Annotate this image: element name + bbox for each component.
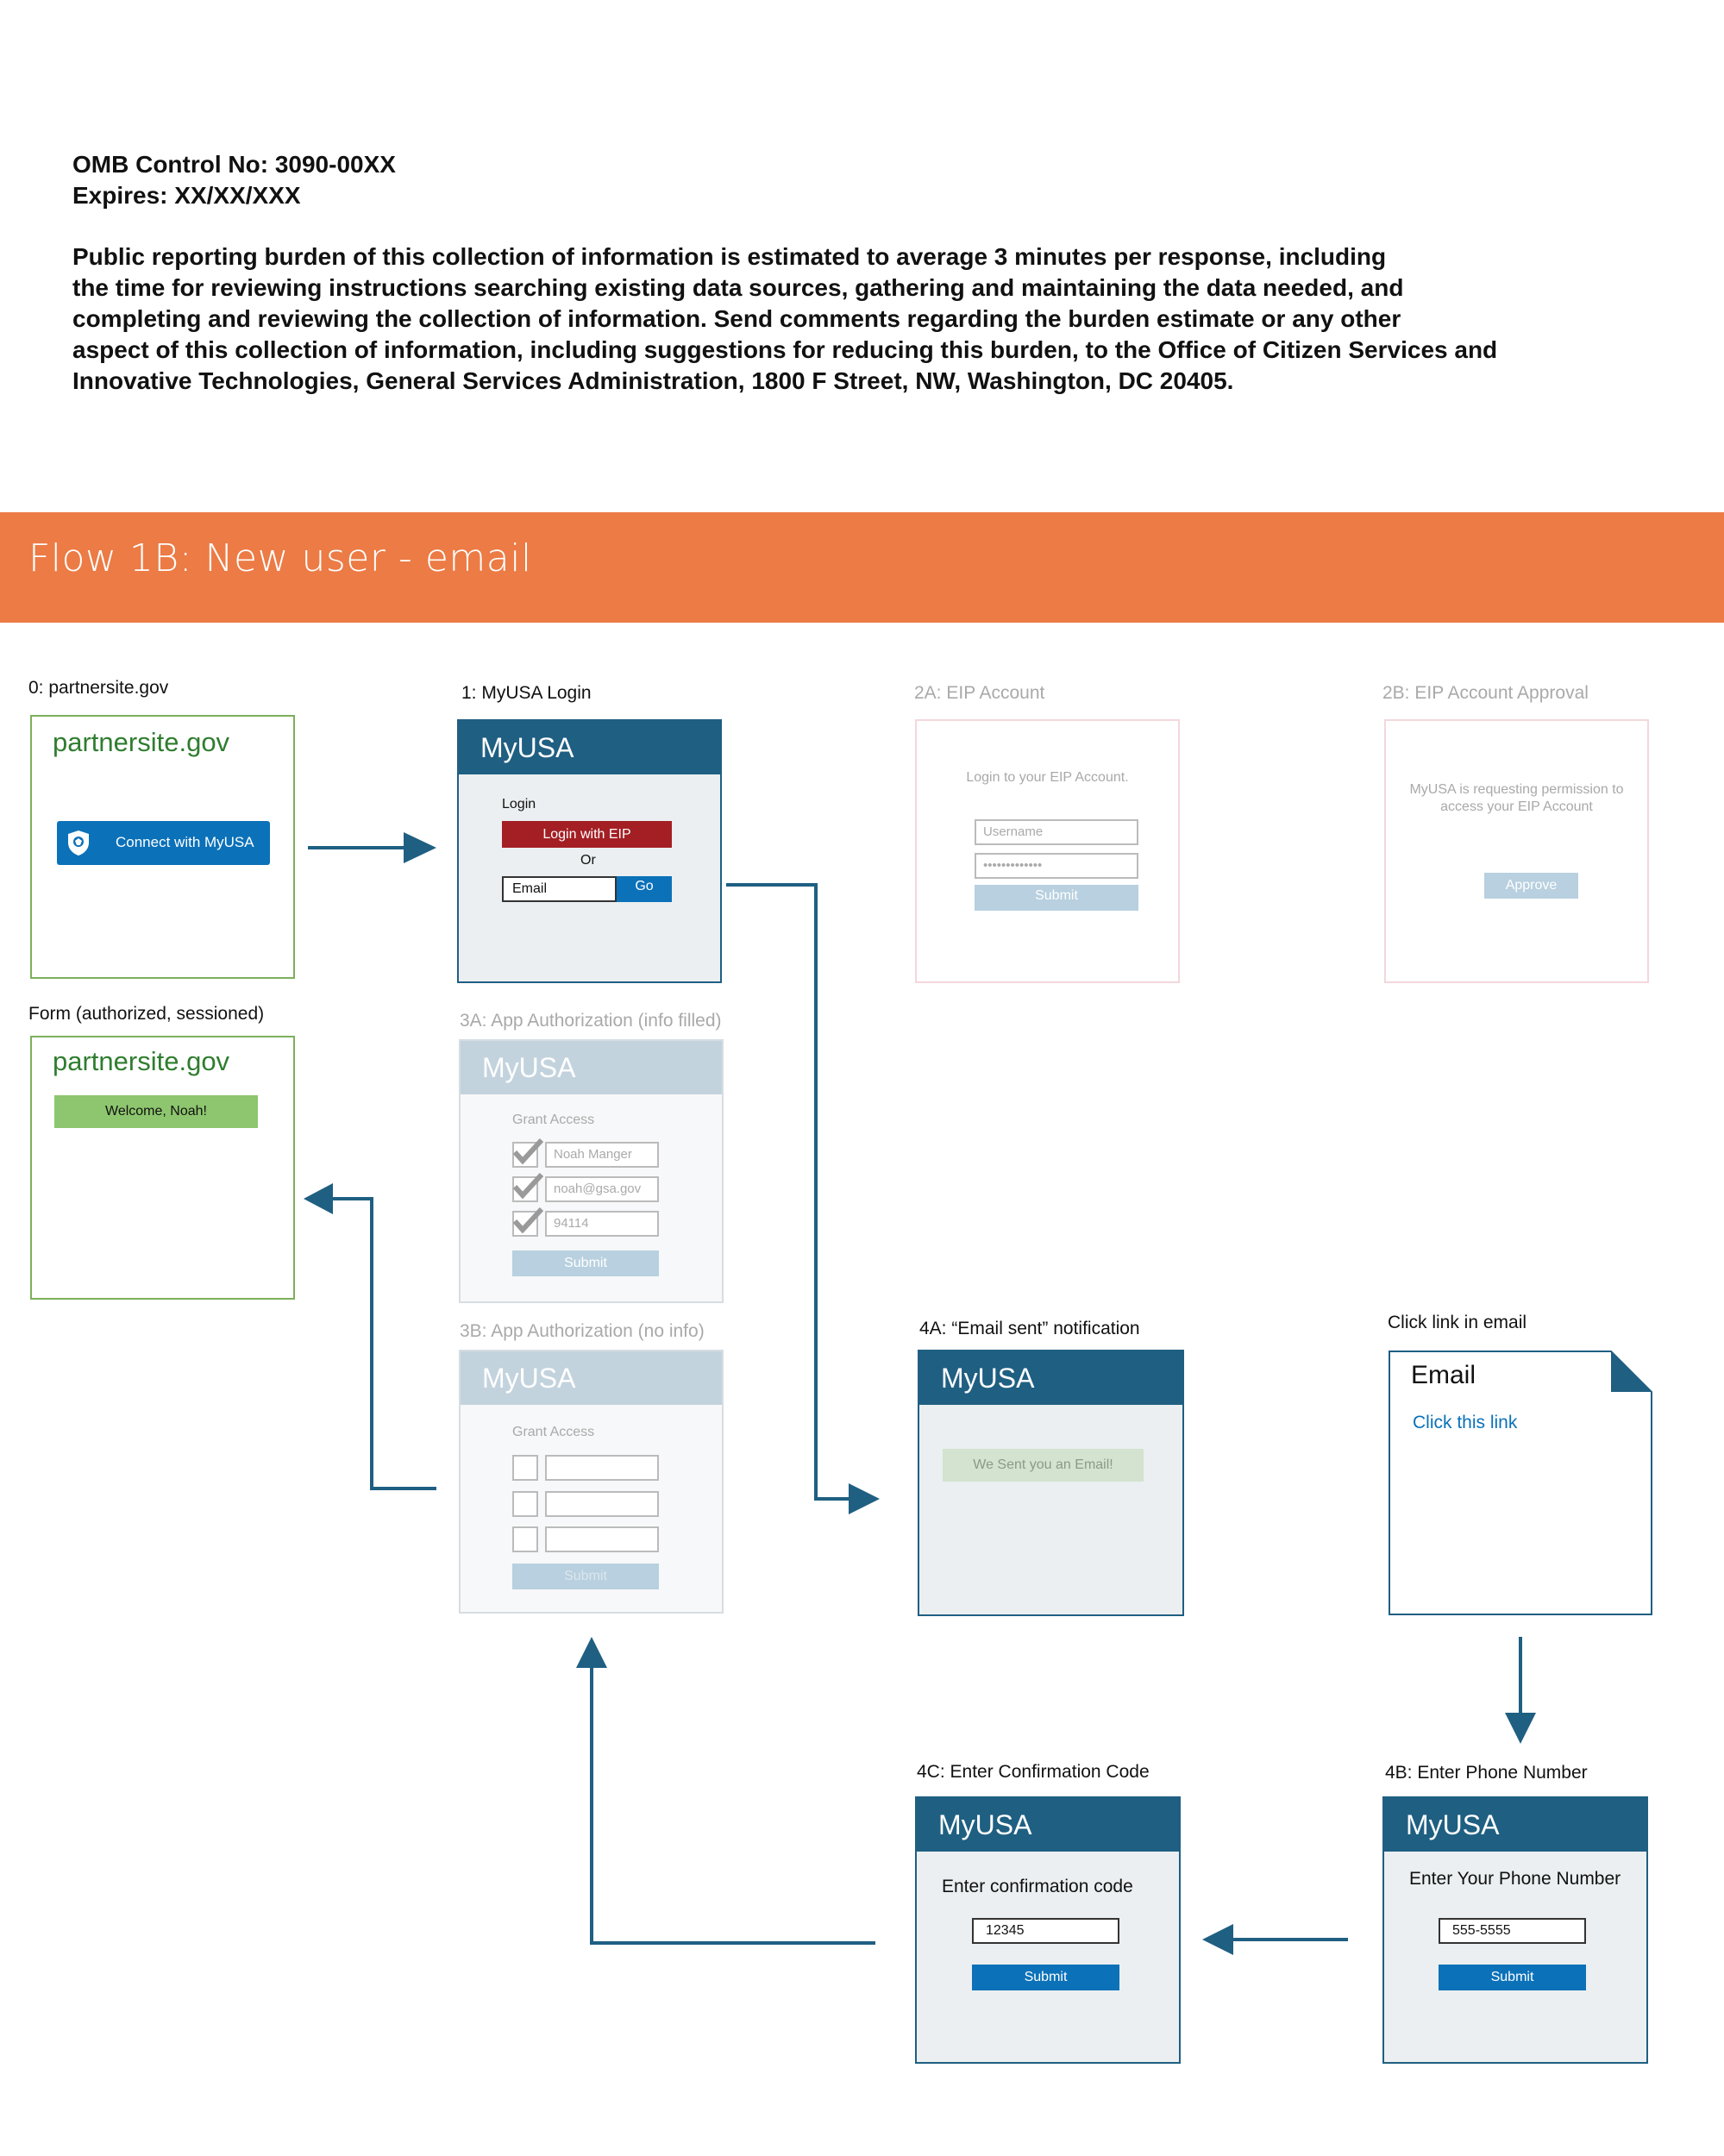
username-field[interactable]: Username: [975, 819, 1138, 845]
welcome-banner: Welcome, Noah!: [54, 1095, 258, 1128]
field-empty[interactable]: [545, 1526, 659, 1552]
authorize-submit-button[interactable]: Submit: [512, 1564, 659, 1589]
grant-access-heading: Grant Access: [512, 1112, 595, 1127]
screen-app-authorization-filled: MyUSA Grant Access Noah Manger noah@gsa.…: [459, 1039, 724, 1303]
approval-prompt: MyUSA is requesting permission to access…: [1386, 781, 1647, 816]
connector-line: [590, 1666, 875, 1945]
checkbox-email[interactable]: [512, 1173, 543, 1202]
connector-line: [331, 1197, 436, 1490]
arrow-down-icon: [1505, 1713, 1536, 1744]
login-heading: Login: [502, 797, 536, 812]
partnersite-title: partnersite.gov: [53, 727, 230, 757]
flow-banner: Flow 1B: New user - email: [0, 512, 1724, 623]
authorize-submit-button[interactable]: Submit: [512, 1250, 659, 1276]
phone-number-input[interactable]: 555-5555: [1439, 1918, 1586, 1944]
email-document: Email Click this link: [1389, 1351, 1652, 1615]
myusa-header: MyUSA: [917, 1798, 1179, 1852]
approval-prompt-line: access your EIP Account: [1440, 799, 1593, 814]
omb-control-number: OMB Control No: 3090-00XX: [72, 151, 396, 178]
screen-label-form: Form (authorized, sessioned): [28, 1004, 265, 1024]
screen-label-4a: 4A: “Email sent” notification: [919, 1319, 1140, 1338]
field-email[interactable]: noah@gsa.gov: [545, 1176, 659, 1202]
burden-line: Innovative Technologies, General Service…: [72, 367, 1234, 394]
email-title: Email: [1411, 1361, 1476, 1389]
or-divider: Or: [580, 853, 596, 868]
login-with-eip-button[interactable]: Login with EIP: [502, 821, 672, 848]
screen-partnersite: partnersite.gov Connect with MyUSA: [30, 715, 295, 979]
confirmation-code-input[interactable]: 12345: [972, 1918, 1119, 1944]
omb-expiration: Expires: XX/XX/XXX: [72, 182, 301, 209]
checkbox-zip[interactable]: [512, 1207, 543, 1237]
checkbox-empty[interactable]: [512, 1526, 538, 1552]
myusa-header: MyUSA: [919, 1351, 1182, 1405]
arrow-right-icon: [404, 832, 436, 863]
checkbox-name[interactable]: [512, 1138, 543, 1168]
arrow-left-icon: [304, 1183, 333, 1214]
screen-label-1: 1: MyUSA Login: [461, 683, 592, 703]
arrow-up-icon: [576, 1637, 607, 1668]
burden-statement: Public reporting burden of this collecti…: [72, 241, 1625, 397]
burden-line: completing and reviewing the collection …: [72, 305, 1401, 332]
screen-label-3a: 3A: App Authorization (info filled): [460, 1011, 722, 1031]
connect-button-label: Connect with MyUSA: [116, 834, 254, 850]
confirmation-prompt: Enter confirmation code: [942, 1877, 1133, 1896]
go-button[interactable]: Go: [617, 876, 672, 902]
omb-header: OMB Control No: 3090-00XX Expires: XX/XX…: [72, 149, 396, 211]
screen-label-email: Click link in email: [1388, 1313, 1527, 1332]
screen-eip-approval: MyUSA is requesting permission to access…: [1384, 719, 1649, 983]
screen-label-4b: 4B: Enter Phone Number: [1385, 1763, 1588, 1783]
myusa-header: MyUSA: [461, 1041, 722, 1094]
approve-button[interactable]: Approve: [1484, 873, 1578, 899]
field-empty[interactable]: [545, 1455, 659, 1481]
document-shape-icon: [1389, 1351, 1652, 1615]
eip-login-prompt: Login to your EIP Account.: [966, 770, 1129, 785]
arrow-left-icon: [1202, 1924, 1233, 1955]
myusa-header: MyUSA: [459, 721, 720, 774]
screen-eip-account: Login to your EIP Account. Username ••••…: [915, 719, 1180, 983]
screen-phone-number: MyUSA Enter Your Phone Number 555-5555 S…: [1382, 1796, 1648, 2064]
checkbox-empty[interactable]: [512, 1491, 538, 1517]
confirmation-submit-button[interactable]: Submit: [972, 1965, 1119, 1990]
field-name[interactable]: Noah Manger: [545, 1142, 659, 1168]
myusa-header: MyUSA: [1384, 1798, 1646, 1852]
arrow-right-icon: [849, 1483, 880, 1514]
flow-title: Flow 1B: New user - email: [28, 536, 532, 580]
field-empty[interactable]: [545, 1491, 659, 1517]
eip-submit-button[interactable]: Submit: [975, 885, 1138, 911]
screen-label-3b: 3B: App Authorization (no info): [460, 1321, 705, 1341]
burden-line: Public reporting burden of this collecti…: [72, 243, 1387, 270]
checkmark-icon: [512, 1173, 543, 1199]
click-this-link[interactable]: Click this link: [1413, 1413, 1518, 1432]
screen-myusa-login: MyUSA Login Login with EIP Or Email Go: [457, 719, 722, 983]
screen-partnersite-form: partnersite.gov Welcome, Noah!: [30, 1036, 295, 1300]
burden-line: aspect of this collection of information…: [72, 336, 1498, 363]
connector-line: [726, 883, 850, 1501]
field-zip[interactable]: 94114: [545, 1211, 659, 1237]
screen-label-2b: 2B: EIP Account Approval: [1382, 683, 1589, 703]
myusa-shield-icon: [66, 829, 91, 861]
checkbox-empty[interactable]: [512, 1455, 538, 1481]
screen-label-2a: 2A: EIP Account: [914, 683, 1045, 703]
screen-label-4c: 4C: Enter Confirmation Code: [917, 1762, 1150, 1782]
partnersite-title: partnersite.gov: [53, 1046, 230, 1076]
phone-prompt: Enter Your Phone Number: [1409, 1869, 1621, 1889]
screen-confirmation-code: MyUSA Enter confirmation code 12345 Subm…: [915, 1796, 1181, 2064]
screen-app-authorization-empty: MyUSA Grant Access Submit: [459, 1350, 724, 1614]
checkmark-icon: [512, 1138, 543, 1164]
myusa-header: MyUSA: [461, 1351, 722, 1405]
connect-with-myusa-button[interactable]: Connect with MyUSA: [57, 821, 270, 865]
password-field[interactable]: •••••••••••••: [975, 853, 1138, 879]
checkmark-icon: [512, 1207, 543, 1233]
screen-label-0: 0: partnersite.gov: [28, 678, 169, 698]
burden-line: the time for reviewing instructions sear…: [72, 274, 1404, 301]
phone-submit-button[interactable]: Submit: [1439, 1965, 1586, 1990]
email-input[interactable]: Email: [502, 876, 617, 902]
email-sent-message: We Sent you an Email!: [943, 1449, 1144, 1482]
approval-prompt-line: MyUSA is requesting permission to: [1409, 782, 1624, 797]
grant-access-heading: Grant Access: [512, 1425, 595, 1439]
screen-email-sent: MyUSA We Sent you an Email!: [918, 1350, 1184, 1616]
